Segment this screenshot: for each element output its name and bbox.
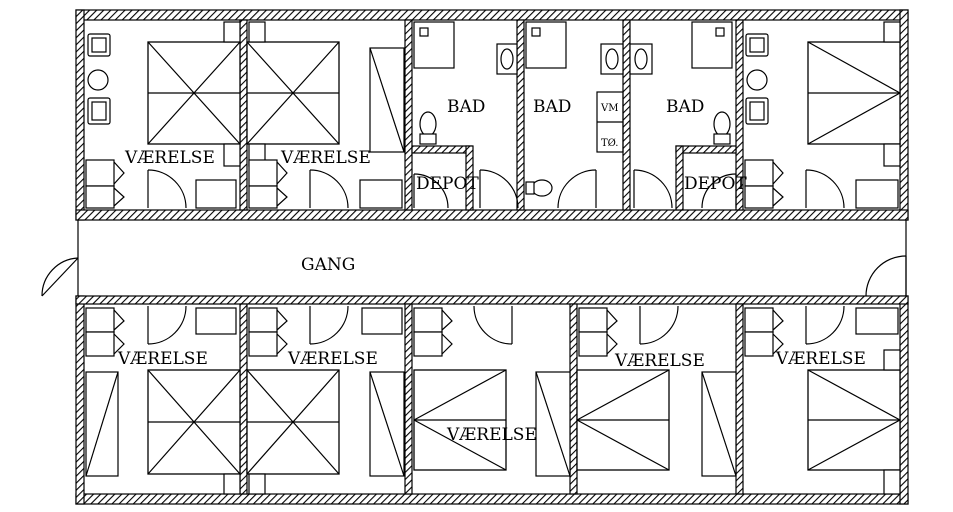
label-depot-1: DEPOT bbox=[416, 174, 479, 194]
bath-1 bbox=[413, 21, 519, 209]
label-room-bottom-4: VÆRELSE bbox=[614, 351, 705, 371]
bottom-room-4 bbox=[576, 305, 737, 477]
bottom-room-5 bbox=[744, 305, 901, 495]
bottom-room-1 bbox=[85, 305, 241, 495]
label-room-top-2: VÆRELSE bbox=[280, 148, 371, 168]
entrance-door-left bbox=[41, 257, 79, 297]
bottom-room-2 bbox=[246, 305, 405, 495]
label-dryer: TØ. bbox=[601, 138, 618, 149]
label-room-bottom-1: VÆRELSE bbox=[117, 349, 208, 369]
label-bath-2: BAD bbox=[533, 97, 571, 117]
room-labels: GANG VÆRELSE VÆRELSE BAD BAD BAD DEPOT D… bbox=[117, 97, 866, 445]
label-room-bottom-5: VÆRELSE bbox=[775, 349, 866, 369]
bath-2 bbox=[525, 21, 624, 209]
label-corridor: GANG bbox=[301, 255, 355, 275]
corridor-walls bbox=[75, 209, 909, 305]
label-room-bottom-2: VÆRELSE bbox=[287, 349, 378, 369]
label-bath-1: BAD bbox=[447, 97, 485, 117]
label-washer: VM bbox=[600, 103, 618, 114]
label-room-bottom-3: VÆRELSE bbox=[446, 425, 537, 445]
entrance-door-right bbox=[865, 255, 907, 297]
label-bath-3: BAD bbox=[666, 97, 704, 117]
top-room-3 bbox=[744, 21, 901, 209]
top-room-1 bbox=[85, 21, 241, 209]
bottom-room-3 bbox=[413, 305, 571, 477]
label-room-top-1: VÆRELSE bbox=[124, 148, 215, 168]
bath-3 bbox=[629, 21, 737, 209]
outer-walls bbox=[75, 9, 909, 505]
top-room-2 bbox=[246, 21, 405, 209]
label-depot-2: DEPOT bbox=[684, 174, 747, 194]
